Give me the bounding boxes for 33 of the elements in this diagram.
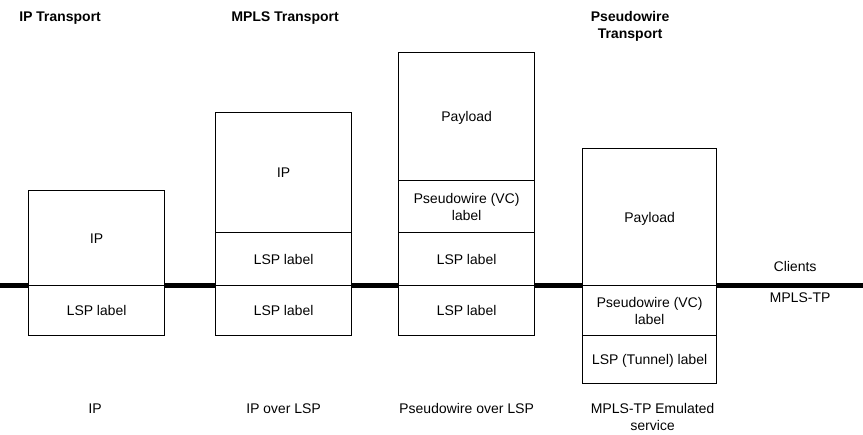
layer-label: LSP label xyxy=(66,302,126,319)
stack-layer-box xyxy=(398,285,535,336)
layer-label: LSP label xyxy=(436,302,496,319)
layer-label: Pseudowire (VC) label xyxy=(412,190,520,224)
layer-label: LSP label xyxy=(254,250,314,268)
stack-layer-box xyxy=(215,285,352,336)
column-heading: IP Transport xyxy=(18,8,102,25)
column-caption: IP over LSP xyxy=(245,400,322,417)
layer-label: IP xyxy=(276,164,290,181)
column-heading: Pseudowire Transport xyxy=(590,8,670,42)
layer-label: Payload xyxy=(441,108,492,125)
stack-layer-box xyxy=(28,190,165,286)
stack-layer-box xyxy=(215,232,352,286)
column-caption: MPLS-TP Emulated service xyxy=(590,400,716,434)
layer-label: Pseudowire (VC) label xyxy=(596,294,704,328)
stack-layer-box xyxy=(582,148,717,286)
layer-label: Payload xyxy=(624,208,675,226)
stack-layer-box xyxy=(582,285,717,336)
column-heading: MPLS Transport xyxy=(230,8,340,25)
stack-layer-box xyxy=(398,52,535,181)
layer-name: MPLS-TP xyxy=(768,289,832,306)
layer-name: Clients xyxy=(772,258,818,275)
stack-layer-box xyxy=(582,335,717,384)
stack-layer-box xyxy=(398,232,535,286)
column-caption: Pseudowire over LSP xyxy=(398,400,535,417)
layer-label: LSP label xyxy=(254,302,314,319)
stack-layer-box xyxy=(28,285,165,336)
stack-layer-box xyxy=(215,112,352,233)
layer-label: IP xyxy=(90,230,104,246)
layer-label: LSP (Tunnel) label xyxy=(592,351,708,368)
stack-layer-box xyxy=(398,180,535,233)
column-caption: IP xyxy=(87,400,103,417)
layer-label: LSP label xyxy=(436,250,496,268)
